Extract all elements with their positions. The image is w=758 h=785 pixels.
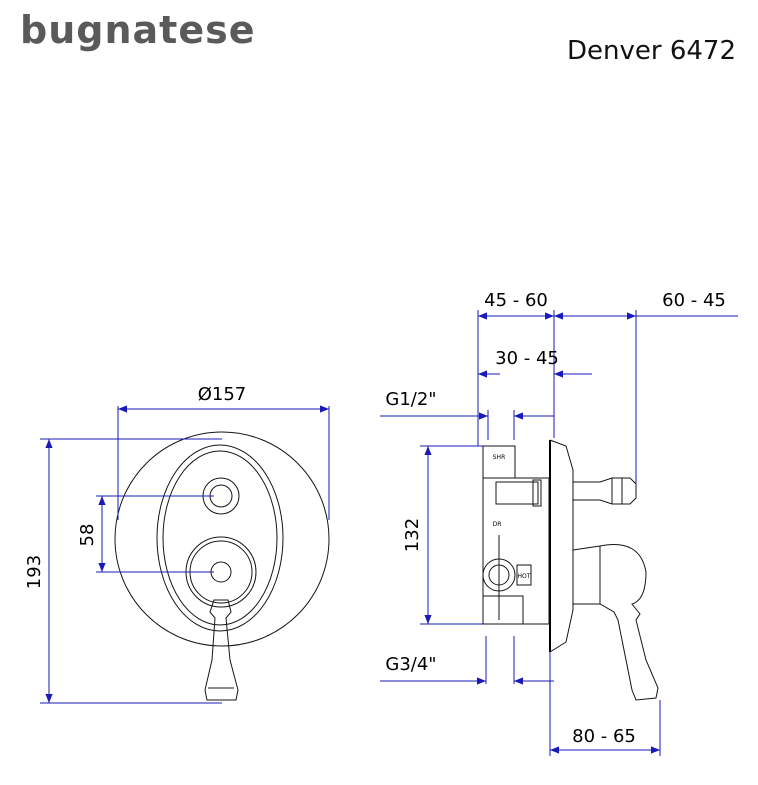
spacing-label: 58: [77, 524, 98, 547]
lever-side: [572, 544, 659, 701]
depth-mid-label: 30 - 45: [495, 348, 559, 369]
cover-plate-outer: [114, 431, 330, 647]
inlet-bottom-label: G3/4": [385, 654, 436, 675]
diverter-knob-side: [573, 477, 637, 505]
wall-plate: [549, 439, 574, 653]
cover-plate-inner-oval: [156, 444, 284, 632]
bottom-connection-block: [482, 595, 524, 625]
brand-logo: bugnatese: [20, 8, 256, 52]
body-height-label: 132: [402, 518, 423, 552]
top-connection-block: [482, 445, 516, 479]
front-view: Ø157 193 58: [24, 384, 330, 704]
product-model: Denver 6472: [567, 36, 736, 66]
projection-bottom-label: 80 - 65: [572, 726, 636, 747]
diverter-nut: [532, 479, 542, 507]
cover-plate-inner-oval-2: [162, 450, 278, 626]
valve-body: [482, 477, 550, 625]
inlet-top-label: G1/2": [385, 389, 436, 410]
depth-right-label: 60 - 45: [662, 290, 726, 311]
diverter-stem-body: [495, 481, 539, 505]
diameter-label: Ø157: [198, 384, 247, 405]
height-label: 193: [24, 555, 45, 589]
svg-text:DR: DR: [493, 521, 502, 528]
front-lever-handle: [204, 599, 239, 701]
svg-text:HOT: HOT: [518, 573, 531, 580]
depth-left-label: 45 - 60: [484, 290, 548, 311]
svg-text:SHR: SHR: [493, 454, 506, 461]
side-view: SHR DR HOT 45 - 60 60 - 45 30 - 45: [380, 290, 738, 756]
